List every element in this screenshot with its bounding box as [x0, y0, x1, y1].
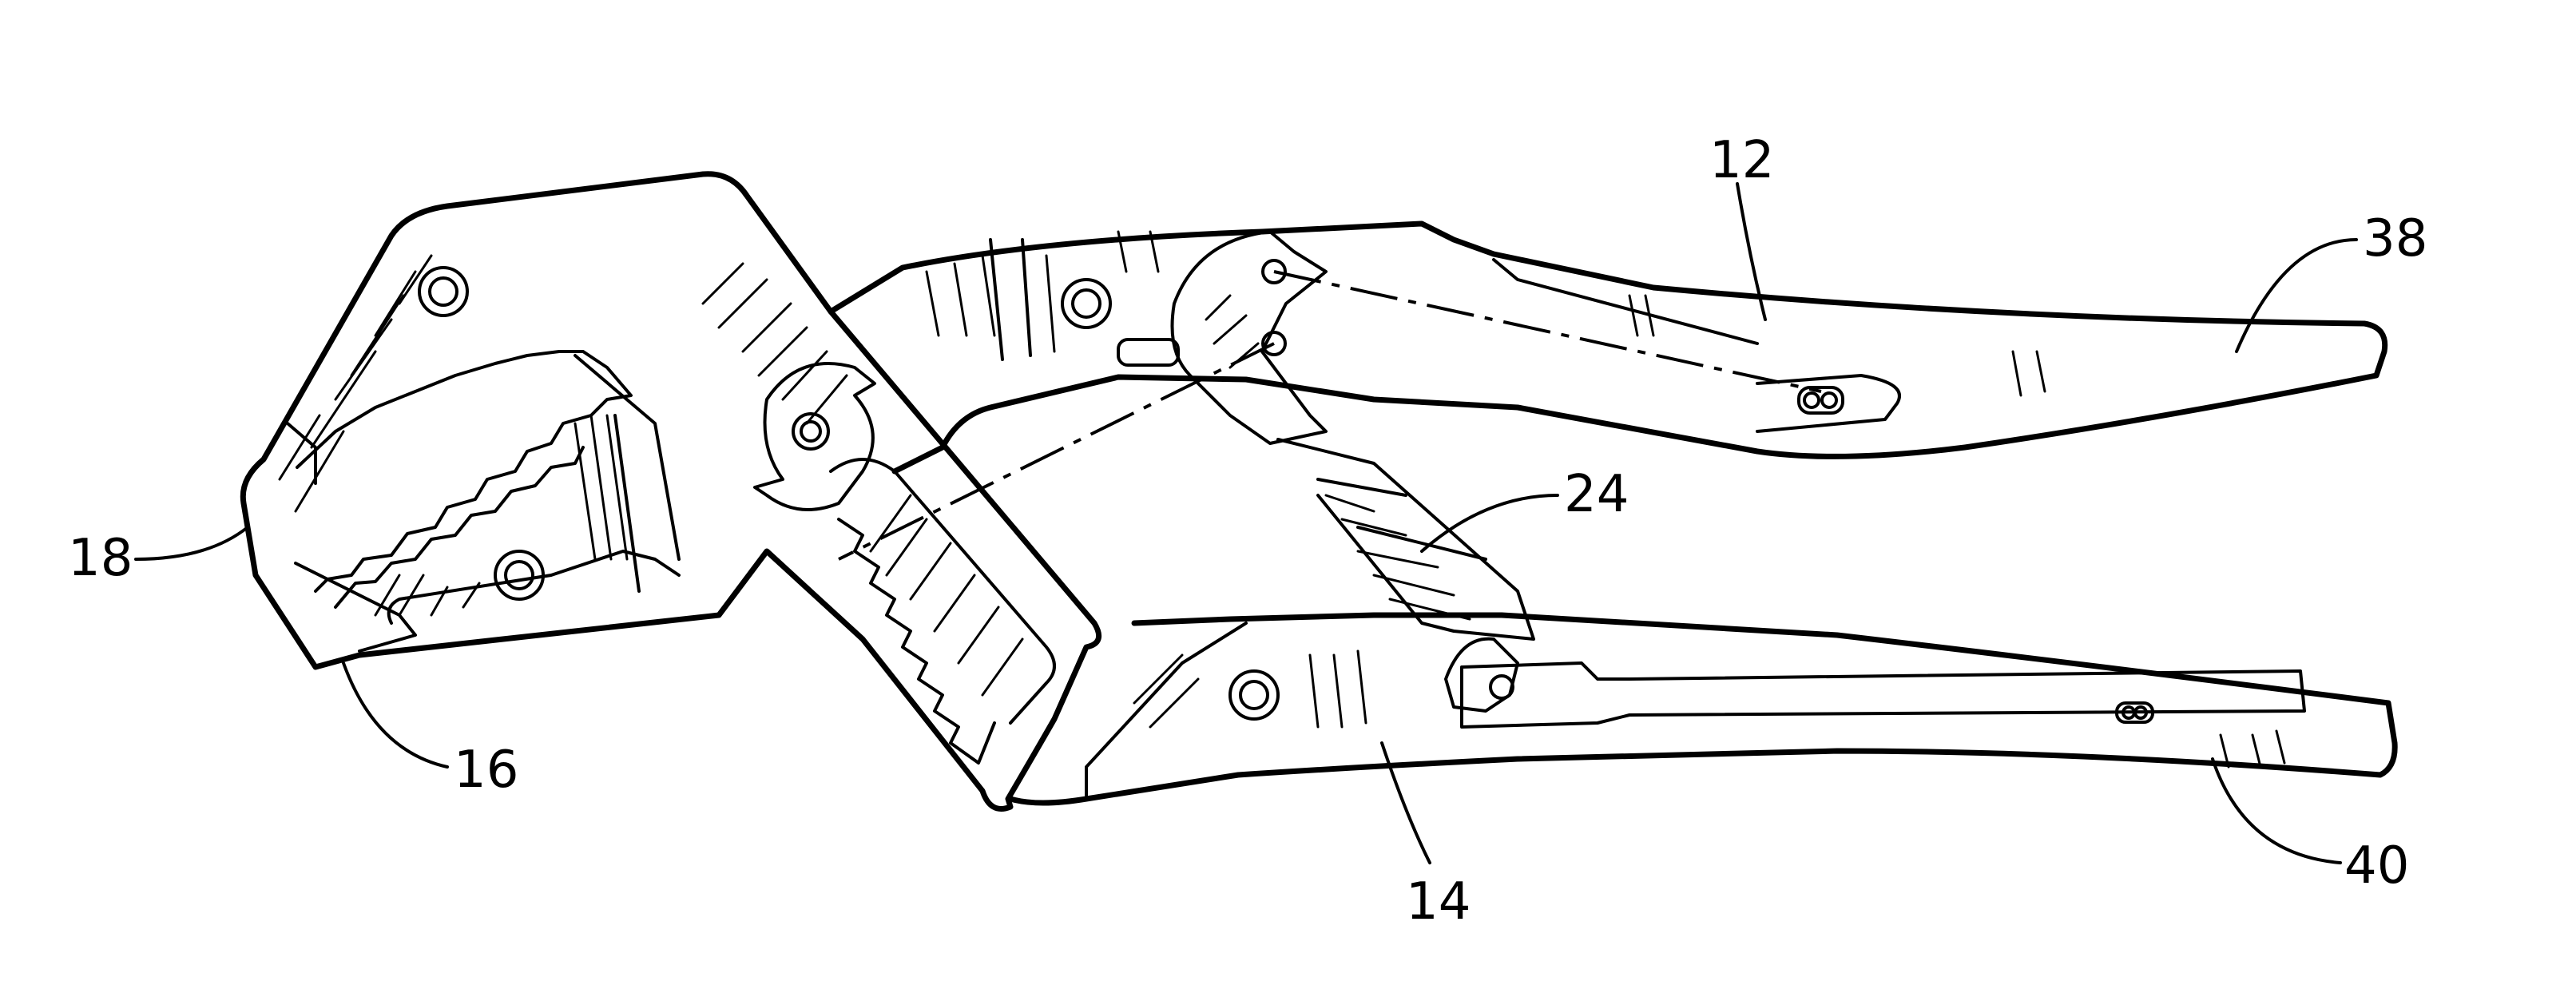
label-12: 12 [1709, 131, 1774, 190]
label-16: 16 [454, 741, 518, 800]
leader-14 [1382, 743, 1430, 863]
lower-handle [1010, 615, 2395, 803]
upper-jaw-head [243, 174, 1098, 809]
label-40: 40 [2344, 836, 2409, 896]
leader-12 [1737, 184, 1765, 320]
upper-handle [831, 224, 2385, 471]
label-38: 38 [2363, 209, 2427, 268]
leader-16 [343, 663, 447, 767]
leader-38 [2237, 240, 2356, 352]
leader-40 [2213, 759, 2340, 863]
label-18: 18 [68, 529, 133, 588]
leader-18 [136, 527, 248, 559]
label-24: 24 [1564, 465, 1629, 524]
adjustment-slot [755, 363, 1054, 763]
label-14: 14 [1406, 872, 1471, 931]
